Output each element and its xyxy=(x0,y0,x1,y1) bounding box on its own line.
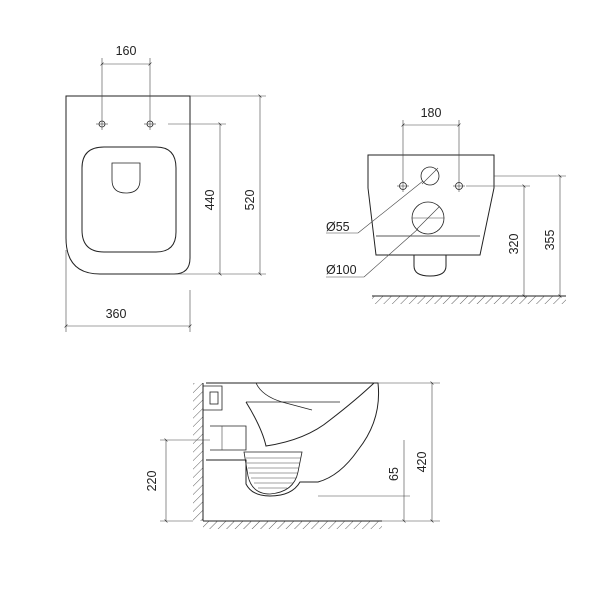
rear-view: 180 Ø55 Ø100 320 355 xyxy=(326,106,566,304)
top-inner-length-label: 440 xyxy=(203,190,217,211)
side-height-label: 420 xyxy=(415,452,429,473)
side-view: 220 65 420 xyxy=(145,381,440,529)
side-view-trap-hatch xyxy=(246,457,301,489)
side-view-pan-outline xyxy=(206,382,380,497)
side-view-bowl xyxy=(245,382,375,447)
rear-view-outlet xyxy=(413,255,447,277)
rear-view-outline xyxy=(367,154,495,256)
rear-hole-spacing-label: 180 xyxy=(421,106,442,120)
top-hole-spacing-label: 160 xyxy=(116,44,137,58)
top-view: 160 440 520 360 xyxy=(64,44,266,332)
top-width-label: 360 xyxy=(106,307,127,321)
rear-small-diameter-label: Ø55 xyxy=(326,220,350,234)
rear-hole-height-label: 320 xyxy=(507,234,521,255)
top-overall-length-label: 520 xyxy=(243,190,257,211)
rear-large-diameter-label: Ø100 xyxy=(326,263,357,277)
side-view-trap xyxy=(243,451,303,495)
rear-view-inlet xyxy=(420,166,440,186)
top-view-bowl xyxy=(81,146,177,253)
side-outlet-height-label: 220 xyxy=(145,471,159,492)
side-view-bracket xyxy=(203,385,223,411)
rear-total-height-label: 355 xyxy=(543,230,557,251)
top-view-drain xyxy=(111,162,141,194)
side-outlet-offset-label: 65 xyxy=(387,467,401,481)
